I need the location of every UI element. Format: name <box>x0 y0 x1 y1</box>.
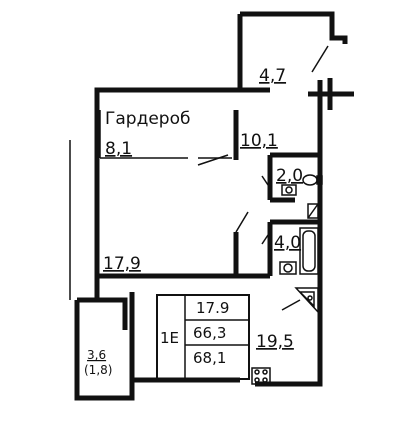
summary-living-area: 17.9 <box>196 299 229 317</box>
column-symbol <box>308 78 354 110</box>
bathtub-fixture <box>299 227 319 275</box>
living-area: 17,9 <box>103 254 141 274</box>
outer-walls <box>74 11 348 401</box>
summary-total-with-balcony: 68,1 <box>193 349 226 367</box>
balcony-area: 3,6 <box>87 348 106 362</box>
balcony-reduced-area: (1,8) <box>84 363 112 377</box>
corridor-area: 4,7 <box>259 66 286 86</box>
summary-label: 1Е <box>160 329 179 347</box>
toilet-area: 2,0 <box>276 166 303 186</box>
wardrobe-title: Гардероб <box>105 109 190 129</box>
summary-total-area: 66,3 <box>193 324 226 342</box>
toilet-fixture <box>302 174 323 186</box>
interior-walls <box>97 87 320 279</box>
hall-area: 10,1 <box>240 131 278 151</box>
summary-box <box>156 294 250 380</box>
stove-fixture <box>251 367 271 385</box>
bath-area: 4,0 <box>274 233 301 253</box>
kitchen-sink-fixture <box>294 287 319 314</box>
bath-sink-fixture <box>279 261 297 275</box>
doors <box>197 45 329 311</box>
shelf-fixture <box>307 203 319 219</box>
wardrobe-area: 8,1 <box>105 139 132 159</box>
kitchen-area: 19,5 <box>256 332 294 352</box>
sink-fixture <box>281 184 297 196</box>
